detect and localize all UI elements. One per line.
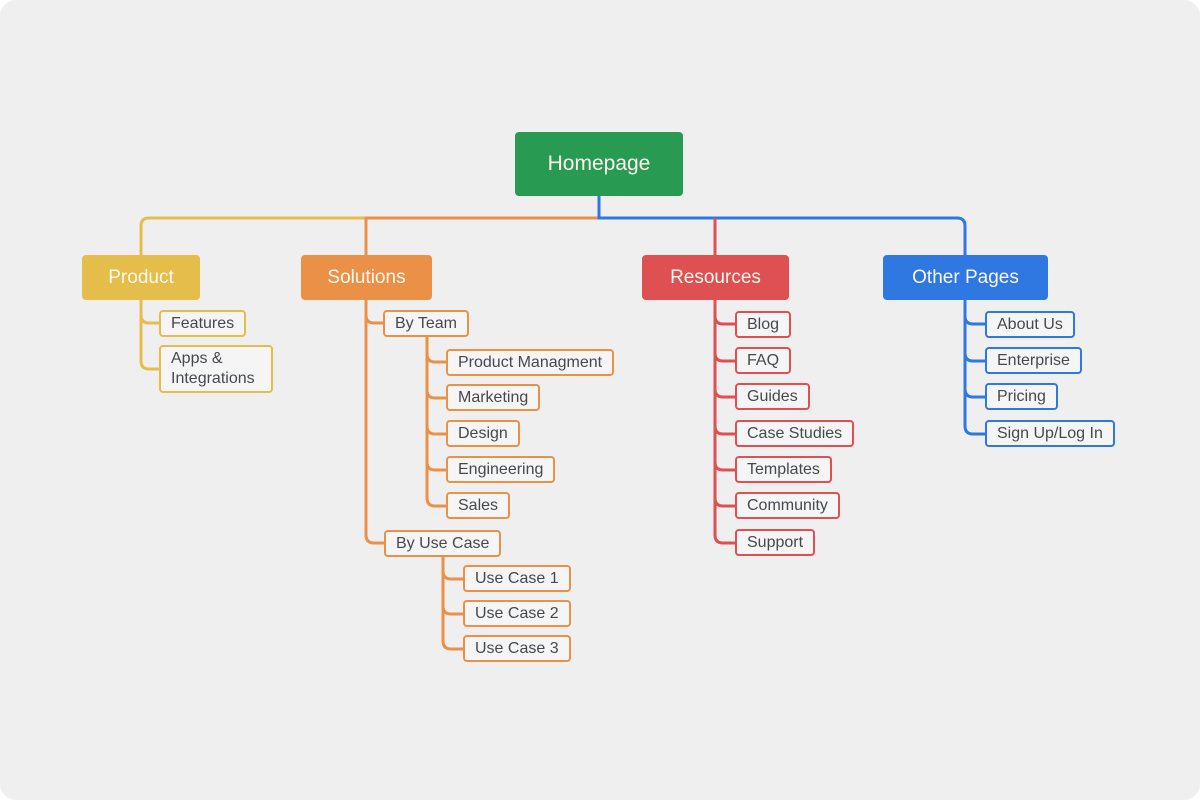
node-apps-integrations[interactable]: Apps & Integrations [159,345,273,393]
connector-trunk-other [597,196,967,255]
node-sales[interactable]: Sales [446,492,511,519]
connector-blog [713,300,735,326]
node-product-managment[interactable]: Product Managment [446,349,615,376]
node-sign-up-log-in[interactable]: Sign Up/Log In [985,420,1115,447]
node-solutions[interactable]: Solutions [301,255,432,300]
node-about-us[interactable]: About Us [985,311,1075,338]
node-case-studies[interactable]: Case Studies [735,420,855,447]
node-product[interactable]: Product [82,255,200,300]
connector-use-case-1 [441,557,463,581]
node-use-case-3[interactable]: Use Case 3 [463,635,571,662]
node-templates[interactable]: Templates [735,456,832,483]
connector-features [139,300,159,325]
connector-community [713,300,735,508]
connector-about-us [963,300,985,326]
node-homepage[interactable]: Homepage [515,132,683,196]
node-resources[interactable]: Resources [642,255,789,300]
connector-by-team [364,300,383,325]
connector-engineering [425,337,446,472]
node-other-pages[interactable]: Other Pages [883,255,1048,300]
connector-guides [713,300,735,399]
connector-faq [713,300,735,363]
node-features[interactable]: Features [159,310,247,337]
node-guides[interactable]: Guides [735,383,810,410]
connector-case-studies [713,300,735,436]
connector-by-use-case [364,300,384,545]
node-enterprise[interactable]: Enterprise [985,347,1082,374]
node-pricing[interactable]: Pricing [985,383,1058,410]
connector-sign-up [963,300,985,436]
connector-use-case-2 [441,557,463,616]
connector-sales [425,337,446,508]
connector-enterprise [963,300,985,363]
connector-design [425,337,446,436]
node-by-use-case[interactable]: By Use Case [384,530,502,557]
node-engineering[interactable]: Engineering [446,456,556,483]
node-community[interactable]: Community [735,492,840,519]
node-by-team[interactable]: By Team [383,310,469,337]
node-marketing[interactable]: Marketing [446,384,541,411]
node-support[interactable]: Support [735,529,816,556]
connector-use-case-3 [441,557,463,651]
node-use-case-2[interactable]: Use Case 2 [463,600,571,627]
connector-pricing [963,300,985,399]
connector-support [713,300,735,545]
connector-apps [139,300,159,371]
node-design[interactable]: Design [446,420,520,447]
node-blog[interactable]: Blog [735,311,792,338]
connector-trunk-product [139,216,366,255]
node-use-case-1[interactable]: Use Case 1 [463,565,571,592]
node-faq[interactable]: FAQ [735,347,792,374]
connector-marketing [425,337,446,400]
connector-trunk-solutions [364,216,599,255]
connector-pm [425,337,446,364]
